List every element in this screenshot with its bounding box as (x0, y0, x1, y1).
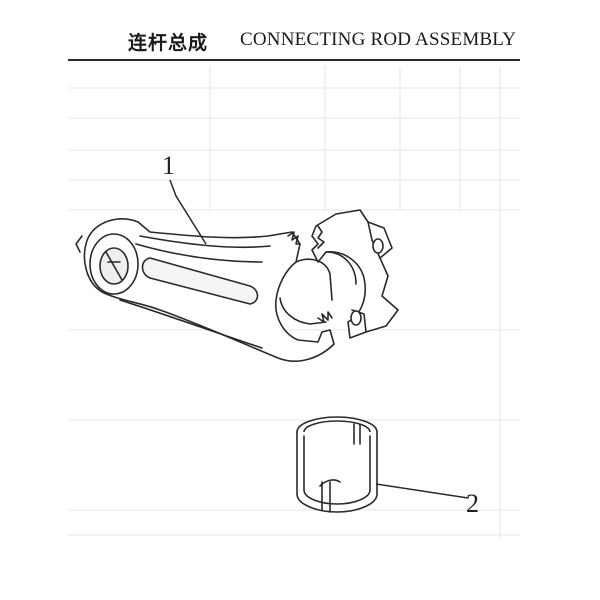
background-grid (68, 66, 520, 540)
callout-label-2: 2 (466, 489, 479, 518)
title-english: CONNECTING ROD ASSEMBLY (240, 29, 517, 50)
header: 连杆总成 CONNECTING ROD ASSEMBLY (0, 28, 600, 60)
leader-line-2 (375, 483, 469, 499)
leader-line-1 (169, 179, 207, 245)
connecting-rod-body (75, 218, 335, 362)
callout-2: 2 (375, 483, 479, 518)
connecting-rod-cap (311, 209, 399, 339)
bearing-shell (296, 416, 378, 513)
title-chinese: 连杆总成 (128, 32, 209, 54)
callout-1: 1 (162, 151, 207, 245)
header-rule (68, 59, 520, 61)
callout-label-1: 1 (162, 151, 175, 180)
